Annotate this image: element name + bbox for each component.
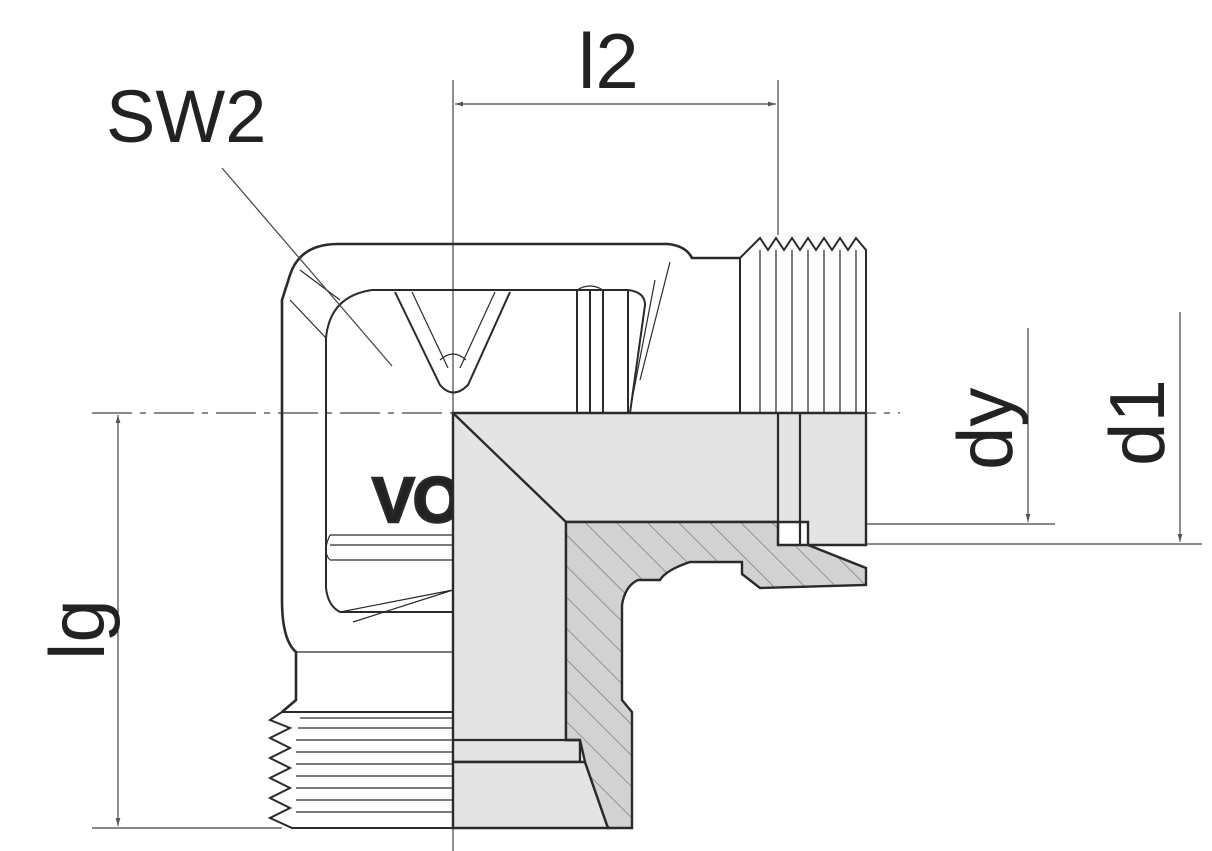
dimension-lines: [92, 80, 1202, 829]
dimension-label-sw2: SW2: [106, 75, 266, 158]
section-view-half: [451, 411, 868, 830]
dimension-label-d1: d1: [1093, 379, 1181, 466]
dimension-label-dy: dy: [941, 388, 1029, 470]
dimension-label-lg: lg: [33, 599, 121, 660]
dimension-label-l2: l2: [578, 17, 639, 105]
brand-mark: VO: [372, 464, 461, 536]
outline-view-half: [267, 236, 867, 829]
